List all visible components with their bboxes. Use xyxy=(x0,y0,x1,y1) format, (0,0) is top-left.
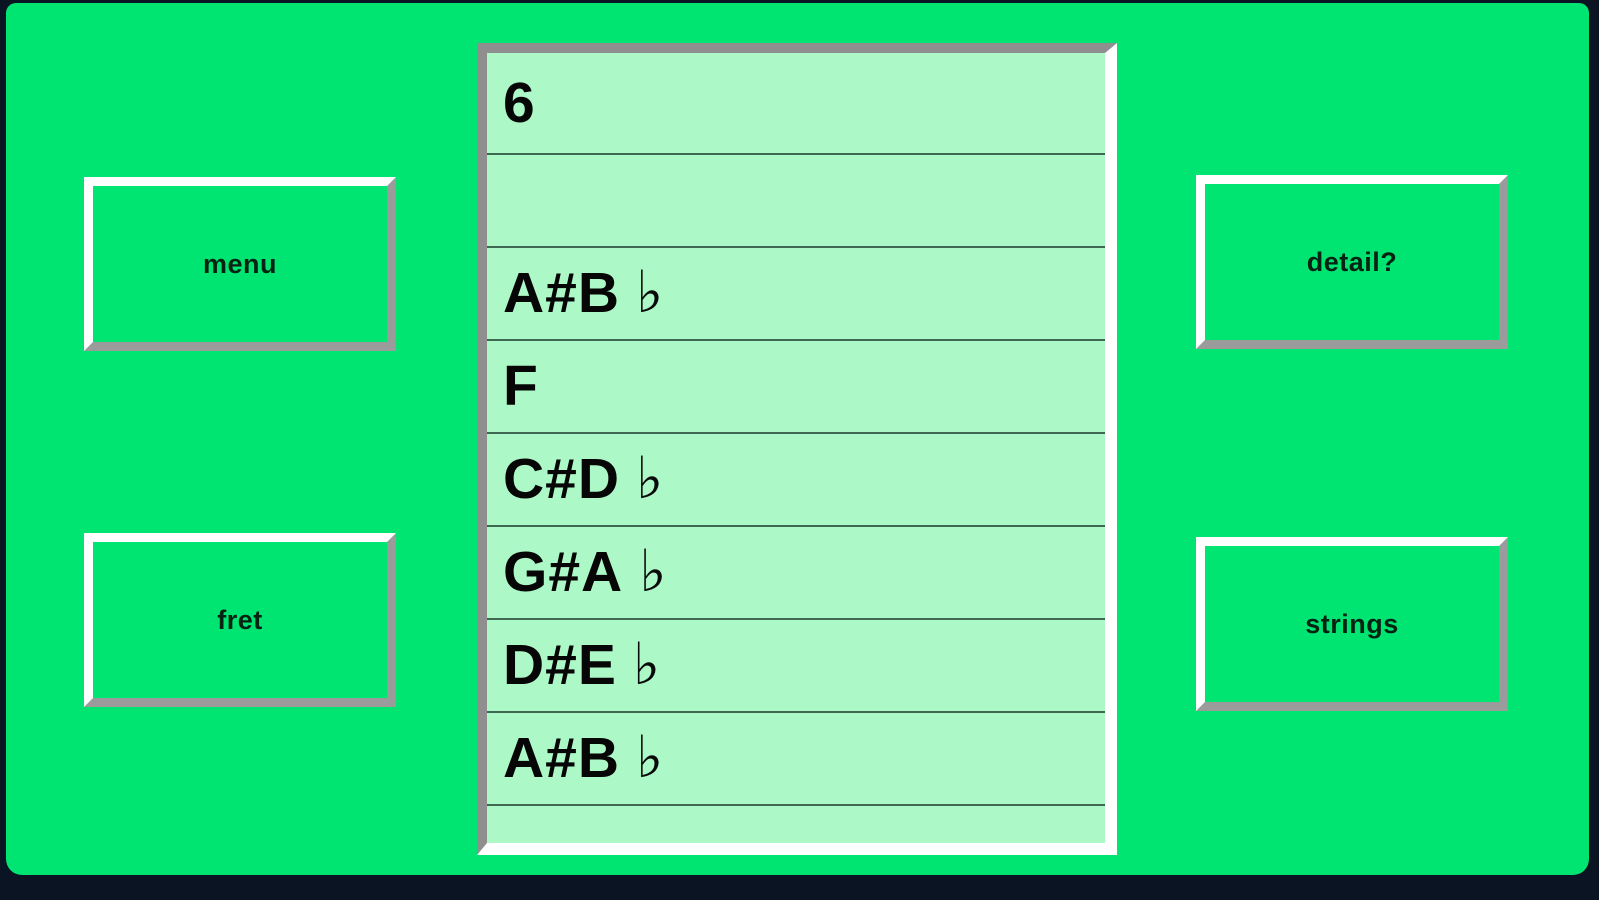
detail-button-label: detail? xyxy=(1306,246,1398,277)
detail-button[interactable]: detail? xyxy=(1196,175,1508,349)
menu-button-label: menu xyxy=(202,248,277,279)
fret-number: 6 xyxy=(503,70,536,135)
strings-button-label: strings xyxy=(1305,608,1399,639)
note-row: G#A ♭ xyxy=(487,527,1105,620)
note-row: A#B ♭ xyxy=(487,713,1105,806)
note-row xyxy=(487,155,1105,248)
note-row: A#B ♭ xyxy=(487,248,1105,341)
note-row: C#D ♭ xyxy=(487,434,1105,527)
note-name: D#E xyxy=(503,633,617,697)
note-row: 6 xyxy=(487,53,1105,155)
flat-sign: ♭ xyxy=(636,257,664,326)
flat-sign: ♭ xyxy=(636,722,664,791)
note-list-panel: 6 A#B ♭ F C#D ♭ G#A ♭ D#E ♭ A#B ♭ xyxy=(477,43,1117,855)
strings-button[interactable]: strings xyxy=(1196,537,1508,711)
fret-button-label: fret xyxy=(217,604,263,635)
flat-sign: ♭ xyxy=(639,536,667,605)
menu-button[interactable]: menu xyxy=(84,177,396,351)
note-name: A#B xyxy=(503,726,621,790)
note-row xyxy=(487,806,1105,843)
note-row: F xyxy=(487,341,1105,434)
note-name: A#B xyxy=(503,261,621,325)
note-row: D#E ♭ xyxy=(487,620,1105,713)
app-stage: 6 A#B ♭ F C#D ♭ G#A ♭ D#E ♭ A#B ♭ xyxy=(6,3,1589,875)
note-name: C#D xyxy=(503,447,621,511)
flat-sign: ♭ xyxy=(632,629,661,698)
note-name: G#A xyxy=(503,540,624,604)
fret-button[interactable]: fret xyxy=(84,533,396,707)
flat-sign: ♭ xyxy=(636,443,664,512)
note-name: F xyxy=(503,354,539,418)
